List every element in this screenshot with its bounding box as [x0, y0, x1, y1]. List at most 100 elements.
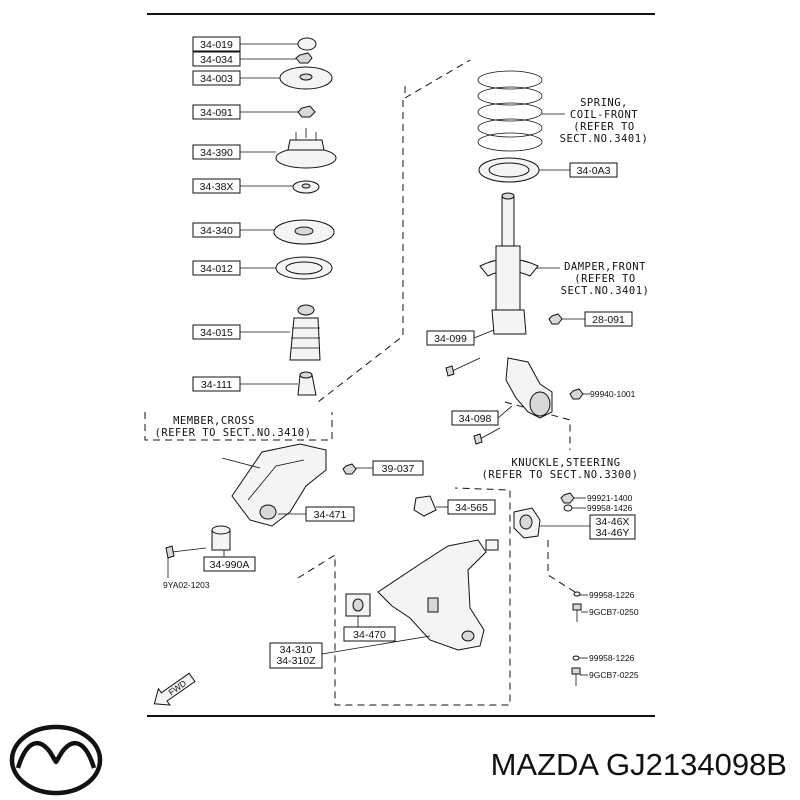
spring-note-line-4: SECT.NO.3401)	[560, 133, 649, 145]
spring-note-line-1: SPRING,	[580, 97, 628, 109]
upper-mount-body	[287, 139, 325, 151]
damper-note-line-2: (REFER TO	[574, 273, 635, 285]
knuckle-note-line-1: KNUCKLE,STEERING	[511, 457, 620, 469]
lower-bolt-a-part	[572, 591, 582, 622]
arm-right-line	[547, 540, 576, 593]
spring-group-line	[404, 59, 471, 99]
lock-nut-part	[295, 52, 313, 64]
label-34-38x: 34-38X	[192, 178, 241, 194]
label-99940-1001: 99940-1001	[590, 389, 636, 399]
bushing-hole	[301, 183, 311, 189]
damper-note-line-3: SECT.NO.3401)	[561, 285, 650, 297]
label-99958-1226-a: 99958-1226	[589, 590, 635, 600]
upper-mount-part	[275, 147, 337, 169]
label-34-565-text: 34-565	[455, 502, 488, 514]
member-bracket-line	[144, 412, 333, 441]
strut-nut-part	[548, 313, 563, 325]
label-39-037-text: 39-037	[382, 463, 415, 475]
arm-group-line	[297, 487, 511, 706]
label-34-46x-46y: 34-46X 34-46Y	[589, 514, 636, 540]
label-34-310z-text: 34-310Z	[276, 655, 316, 667]
lower-arm-part	[377, 539, 499, 651]
label-34-46y-text: 34-46Y	[596, 527, 630, 539]
bushing-washer-part	[563, 504, 573, 512]
spring-note-line-2: COIL-FRONT	[570, 109, 638, 121]
bushing-nut-part	[560, 492, 575, 504]
strut-group-line	[317, 100, 404, 403]
part-number-title: MAZDA GJ2134098B	[491, 747, 787, 782]
mazda-logo-icon	[9, 724, 103, 796]
label-34-091: 34-091	[192, 104, 241, 120]
arm-bushing-part	[345, 593, 371, 617]
label-28-091-text: 28-091	[592, 314, 625, 326]
label-34-390-text: 34-390	[200, 147, 233, 159]
member-note: MEMBER,CROSS (REFER TO SECT.NO.3410)	[155, 415, 312, 439]
label-34-015-text: 34-015	[200, 327, 233, 339]
label-28-091: 28-091	[584, 311, 633, 327]
lower-seat-ring-part	[478, 157, 540, 183]
label-99958-1426: 99958-1426	[587, 503, 633, 513]
mount-washer-hole	[299, 73, 313, 81]
label-99921-1400: 99921-1400	[587, 493, 633, 503]
coil-spring-part	[477, 70, 543, 152]
dust-boot-part	[289, 317, 321, 361]
label-9ya02-1203: 9YA02-1203	[163, 580, 210, 590]
member-bushing-part	[211, 525, 231, 551]
label-34-003: 34-003	[192, 70, 241, 86]
member-note-line-1: MEMBER,CROSS	[173, 415, 255, 427]
label-34-310-310z: 34-310 34-310Z	[269, 642, 323, 669]
label-99958-1226-b: 99958-1226	[589, 653, 635, 663]
knuckle-bolt-part	[445, 357, 481, 377]
label-34-034: 34-034	[192, 51, 241, 67]
lower-bolt-part	[473, 427, 501, 445]
label-34-099: 34-099	[426, 330, 475, 346]
label-9gcb7-0250: 9GCB7-0250	[589, 607, 639, 617]
label-34-390: 34-390	[192, 144, 241, 160]
label-34-098: 34-098	[451, 410, 499, 426]
fwd-arrow-icon: FWD	[153, 672, 196, 706]
damper-note: DAMPER,FRONT (REFER TO SECT.NO.3401)	[561, 261, 650, 297]
label-34-015: 34-015	[192, 324, 241, 340]
dust-cap-part	[297, 37, 317, 51]
member-note-leader	[221, 457, 261, 469]
member-note-line-2: (REFER TO SECT.NO.3410)	[155, 427, 312, 439]
label-34-340-text: 34-340	[200, 225, 233, 237]
leader-34-310	[321, 635, 431, 655]
spring-note-line-3: (REFER TO	[573, 121, 634, 133]
label-34-0a3: 34-0A3	[569, 162, 618, 178]
label-9gcb7-0225: 9GCB7-0225	[589, 670, 639, 680]
label-34-003-text: 34-003	[200, 73, 233, 85]
label-34-990a: 34-990A	[203, 556, 256, 572]
label-34-470-text: 34-470	[353, 629, 386, 641]
bearing-seat-hole	[294, 226, 314, 236]
label-34-470: 34-470	[343, 626, 396, 642]
knuckle-group-line	[504, 401, 571, 450]
label-34-034-text: 34-034	[200, 54, 233, 66]
label-34-471: 34-471	[305, 506, 355, 522]
label-34-340: 34-340	[192, 222, 241, 238]
knuckle-note-line-2: (REFER TO SECT.NO.3300)	[482, 469, 639, 481]
label-34-099-text: 34-099	[434, 333, 467, 345]
steering-knuckle-part	[505, 357, 553, 419]
label-34-019-text: 34-019	[200, 39, 233, 51]
label-34-111: 34-111	[192, 376, 241, 392]
damper-strut-part	[479, 192, 539, 335]
damper-note-line-1: DAMPER,FRONT	[564, 261, 646, 273]
label-34-012-text: 34-012	[200, 263, 233, 275]
label-34-990a-text: 34-990A	[210, 559, 250, 571]
cross-member-part	[231, 443, 327, 527]
spring-note: SPRING, COIL-FRONT (REFER TO SECT.NO.340…	[560, 97, 649, 145]
label-34-012: 34-012	[192, 260, 241, 276]
bump-stop-top	[299, 371, 313, 379]
leader-34-099	[473, 329, 495, 339]
label-34-46x-text: 34-46X	[596, 516, 630, 528]
ball-joint-nut-part	[413, 495, 437, 517]
label-34-091-text: 34-091	[200, 107, 233, 119]
member-bolt-part	[165, 545, 207, 559]
label-34-111-text: 34-111	[201, 379, 232, 391]
knuckle-note: KNUCKLE,STEERING (REFER TO SECT.NO.3300)	[482, 457, 639, 481]
label-39-037: 39-037	[372, 460, 424, 476]
label-34-310-text: 34-310	[280, 644, 313, 656]
lower-bolt-b-part	[571, 655, 581, 686]
